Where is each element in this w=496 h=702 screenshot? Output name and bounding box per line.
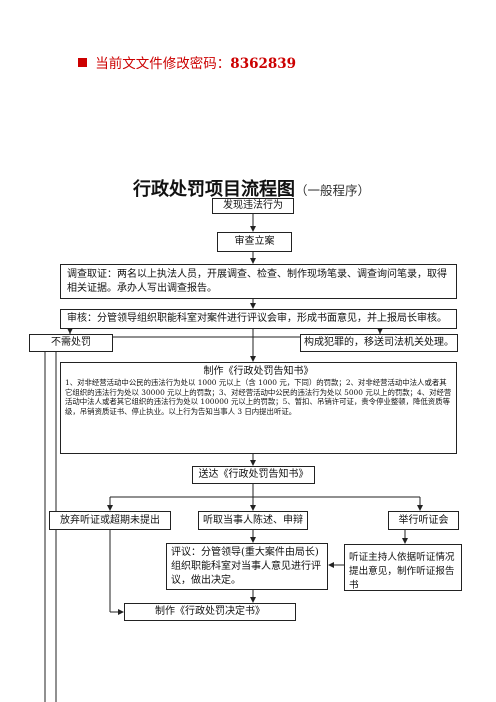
deliver-label: 送达《行政处罚告知书》 [198,469,309,480]
audit-text: 审核：分管领导组织职能科室对案件进行评议会审，形成书面意见，并上报局长审核。 [67,313,447,324]
box-review-filing: 审查立案 [217,232,292,252]
bullet-square-icon [78,58,87,67]
password-notice: 当前文文件修改密码：8362839 [78,52,296,72]
box-waive: 放弃听证或超期未提出 [49,511,171,530]
box-decision: 制作《行政处罚决定书》 [124,603,296,621]
notice-label: 当前文文件修改密码： [95,56,231,72]
notice-code: 8362839 [230,56,297,72]
notice-doc-title: 制作《行政处罚告知书》 [203,366,314,377]
notice-doc-body: 1、对非经营活动中公民的违法行为处以 1000 元以上（含 1000 元，下同）… [65,378,452,416]
review-filing-label: 审查立案 [234,236,275,247]
deliberate-text: 评议：分管领导(重大案件由局长)组织职能科室对当事人意见进行评议，做出决定。 [171,547,321,586]
hear-statement-label: 听取当事人陈述、申辩 [203,515,303,526]
title-sub: （一般程序） [295,183,371,198]
box-discover: 发现违法行为 [212,198,294,214]
discover-label: 发现违法行为 [223,200,283,211]
box-crime: 构成犯罪的，移送司法机关处理。 [300,334,458,352]
box-notice-doc: 制作《行政处罚告知书》 1、对非经营活动中公民的违法行为处以 1000 元以上（… [60,362,457,454]
investigate-text: 调查取证：两名以上执法人员，开展调查、检查、制作现场笔录、调查询问笔录，取得相关… [67,269,447,294]
waive-label: 放弃听证或超期未提出 [60,515,160,526]
box-hold-hearing: 举行听证会 [388,511,459,530]
hold-hearing-label: 举行听证会 [398,515,449,526]
box-hear-statement: 听取当事人陈述、申辩 [198,511,308,530]
box-audit: 审核：分管领导组织职能科室对案件进行评议会审，形成书面意见，并上报局长审核。 [60,309,457,329]
box-deliberate: 评议：分管领导(重大案件由局长)组织职能科室对当事人意见进行评议，做出决定。 [166,543,328,590]
page-title: 行政处罚项目流程图（一般程序） [133,175,370,201]
box-deliver: 送达《行政处罚告知书》 [192,466,315,484]
box-hearing-report: 听证主持人依据听证情况提出意见，制作听证报告书 [344,544,462,591]
box-no-penalty: 不需处罚 [29,334,113,352]
box-investigate: 调查取证：两名以上执法人员，开展调查、检查、制作现场笔录、调查询问笔录，取得相关… [60,264,457,299]
crime-label: 构成犯罪的，移送司法机关处理。 [304,337,454,348]
no-penalty-label: 不需处罚 [51,337,91,348]
hearing-report-text: 听证主持人依据听证情况提出意见，制作听证报告书 [349,552,455,591]
title-main: 行政处罚项目流程图 [133,179,295,200]
decision-label: 制作《行政处罚决定书》 [155,606,265,617]
